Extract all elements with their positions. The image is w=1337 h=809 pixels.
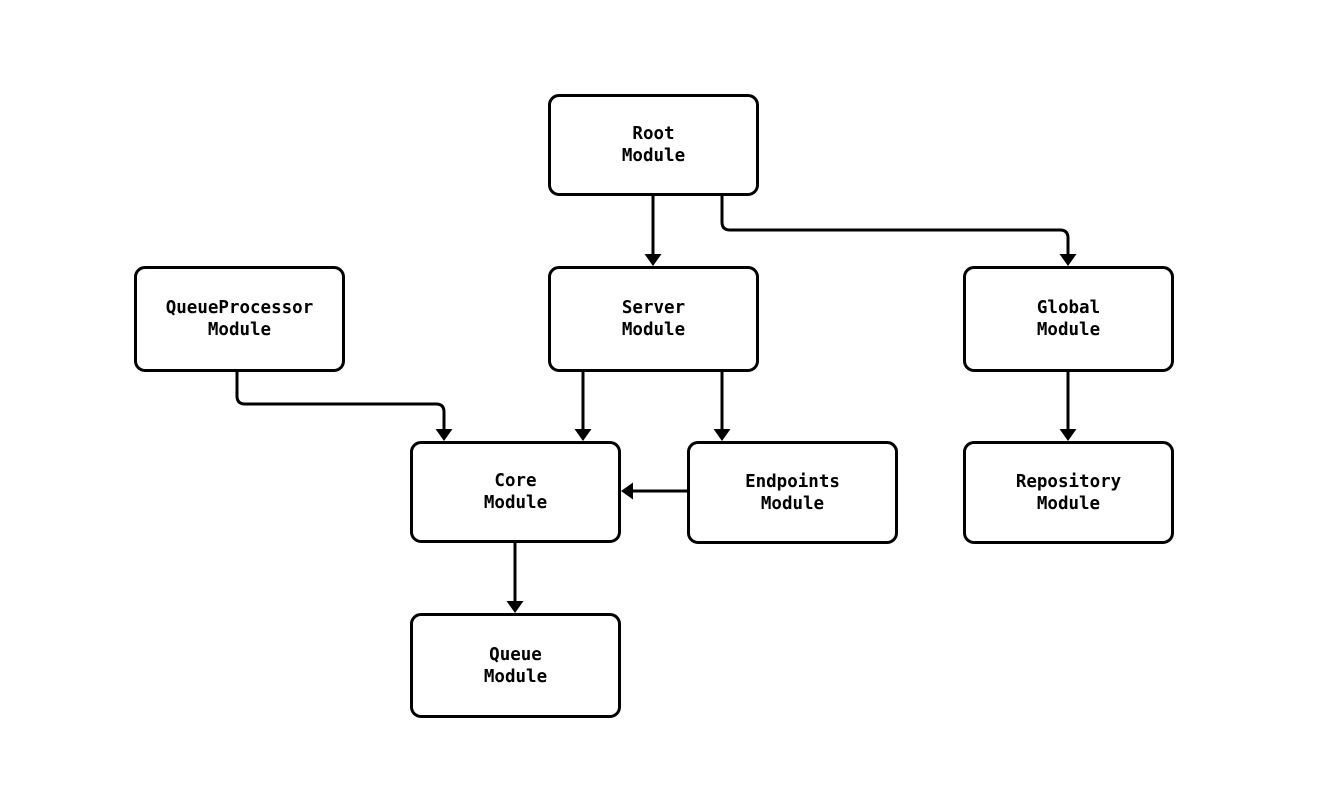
arrowhead-queueprocessor-to-core (435, 429, 453, 441)
node-label-core: Core Module (483, 471, 548, 513)
node-label-queueprocessor: QueueProcessor Module (165, 298, 314, 340)
arrowhead-root-to-server (644, 254, 662, 266)
node-repository[interactable]: Repository Module (963, 441, 1174, 544)
node-label-root: Root Module (621, 124, 686, 166)
arrowhead-global-to-repository (1059, 429, 1077, 441)
arrowhead-server-to-core (574, 429, 592, 441)
node-label-server: Server Module (621, 298, 686, 340)
node-label-endpoints: Endpoints Module (745, 471, 840, 514)
node-server[interactable]: Server Module (548, 266, 759, 372)
node-label-global: Global Module (1036, 298, 1101, 340)
arrowhead-core-to-queue (506, 601, 524, 613)
arrowhead-endpoints-to-core (621, 482, 633, 500)
arrowhead-root-to-global (1059, 254, 1077, 266)
node-label-repository: Repository Module (1015, 471, 1122, 514)
arrowhead-server-to-endpoints (713, 429, 731, 441)
edge-root-to-global (720, 196, 1070, 258)
node-endpoints[interactable]: Endpoints Module (687, 441, 898, 544)
node-root[interactable]: Root Module (548, 94, 759, 196)
node-queue[interactable]: Queue Module (410, 613, 621, 718)
node-global[interactable]: Global Module (963, 266, 1174, 372)
node-label-queue: Queue Module (483, 644, 548, 687)
node-queueprocessor[interactable]: QueueProcessor Module (134, 266, 345, 372)
node-core[interactable]: Core Module (410, 441, 621, 543)
edge-queueprocessor-to-core (235, 372, 446, 433)
